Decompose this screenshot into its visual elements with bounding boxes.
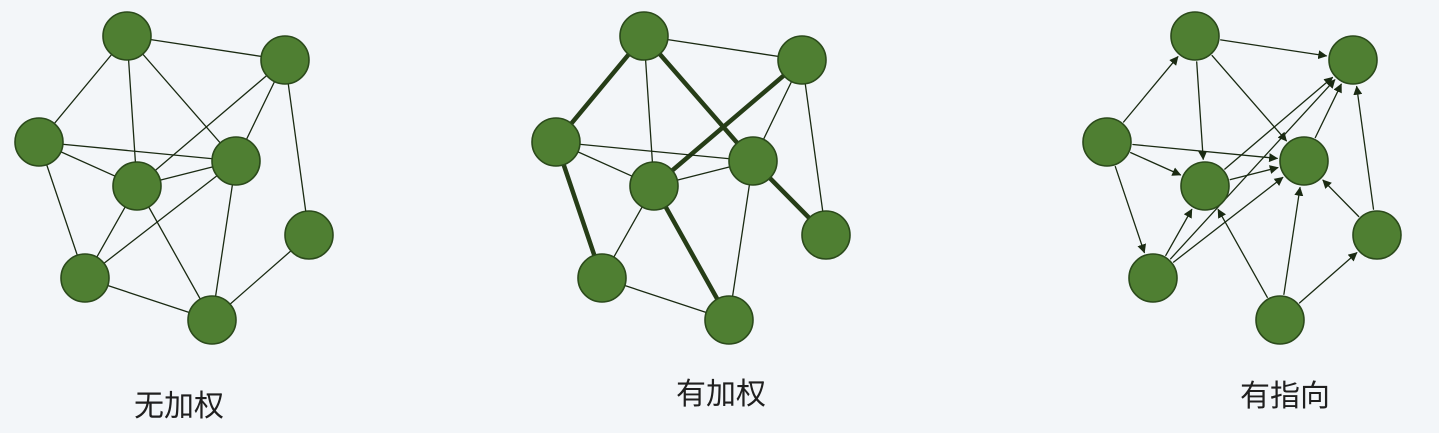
unweighted-edge-a-e xyxy=(126,35,237,162)
directed-node-e xyxy=(1279,136,1329,186)
weighted-graph-nodes xyxy=(531,11,851,345)
directed-edge-a-b xyxy=(1220,39,1328,60)
weighted-edge-a-e xyxy=(641,33,756,164)
directed-node-b xyxy=(1328,35,1378,85)
unweighted-edge-a-d xyxy=(126,35,138,187)
directed-edge-h-f xyxy=(1298,252,1358,304)
directed-edge-g-d xyxy=(1165,208,1193,257)
weighted-edge-a-d xyxy=(643,35,655,187)
weighted-edge-c-e xyxy=(555,141,754,162)
directed-edge-e-b xyxy=(1314,83,1342,139)
directed-edge-g-b xyxy=(1169,79,1336,260)
unweighted-edge-b-f xyxy=(284,59,310,236)
directed-edge-f-e xyxy=(1322,179,1360,218)
weighted-graph xyxy=(531,11,851,345)
unweighted-edge-b-d xyxy=(136,59,286,187)
directed-edge-c-e xyxy=(1132,143,1279,163)
directed-edge-f-b xyxy=(1353,85,1375,210)
weighted-edge-e-h xyxy=(728,160,754,321)
unweighted-edge-d-h xyxy=(136,185,213,321)
unweighted-node-d xyxy=(112,161,162,211)
directed-node-h xyxy=(1255,295,1305,345)
unweighted-node-a xyxy=(102,11,152,61)
weighted-node-a xyxy=(619,11,669,61)
directed-node-g xyxy=(1128,253,1178,303)
unweighted-node-e xyxy=(211,136,261,186)
weighted-node-f xyxy=(801,210,851,260)
directed-edge-h-d xyxy=(1217,208,1268,298)
weighted-edge-b-d xyxy=(651,57,805,189)
directed-edge-d-b xyxy=(1224,76,1334,170)
directed-edge-c-a xyxy=(1122,56,1179,123)
weighted-edge-a-b xyxy=(643,35,803,61)
directed-edge-g-e xyxy=(1172,176,1284,263)
unweighted-node-b xyxy=(260,35,310,85)
unweighted-node-f xyxy=(284,210,334,260)
unweighted-edge-e-h xyxy=(211,160,237,321)
directed-edge-c-g xyxy=(1114,165,1147,254)
directed-edge-d-e xyxy=(1229,165,1279,181)
unweighted-node-c xyxy=(14,117,64,167)
directed-node-c xyxy=(1082,117,1132,167)
directed-edge-a-e xyxy=(1211,54,1287,142)
weighted-edge-d-h xyxy=(651,183,732,323)
weighted-node-g xyxy=(577,253,627,303)
weighted-node-d xyxy=(629,161,679,211)
directed-edge-a-d xyxy=(1196,61,1208,161)
directed-node-a xyxy=(1170,11,1220,61)
weighted-graph-label: 有加权 xyxy=(676,377,766,412)
directed-node-f xyxy=(1352,210,1402,260)
weighted-edge-b-f xyxy=(801,59,827,236)
directed-edge-h-e xyxy=(1283,186,1304,295)
unweighted-graph-label: 无加权 xyxy=(134,389,224,424)
unweighted-node-h xyxy=(187,295,237,345)
weighted-node-c xyxy=(531,117,581,167)
directed-graph-label: 有指向 xyxy=(1240,379,1330,414)
unweighted-edge-c-e xyxy=(38,141,237,162)
weighted-node-e xyxy=(728,136,778,186)
directed-graph-edges xyxy=(1114,39,1375,304)
unweighted-edge-e-g xyxy=(84,160,237,279)
directed-edge-c-d xyxy=(1130,151,1182,176)
directed-graph xyxy=(1082,11,1402,345)
directed-graph-nodes xyxy=(1082,11,1402,345)
weighted-node-b xyxy=(777,35,827,85)
unweighted-graph xyxy=(14,11,334,345)
weighted-node-h xyxy=(704,295,754,345)
unweighted-edge-a-b xyxy=(126,35,286,61)
directed-node-d xyxy=(1180,161,1230,211)
unweighted-node-g xyxy=(60,253,110,303)
unweighted-graph-nodes xyxy=(14,11,334,345)
